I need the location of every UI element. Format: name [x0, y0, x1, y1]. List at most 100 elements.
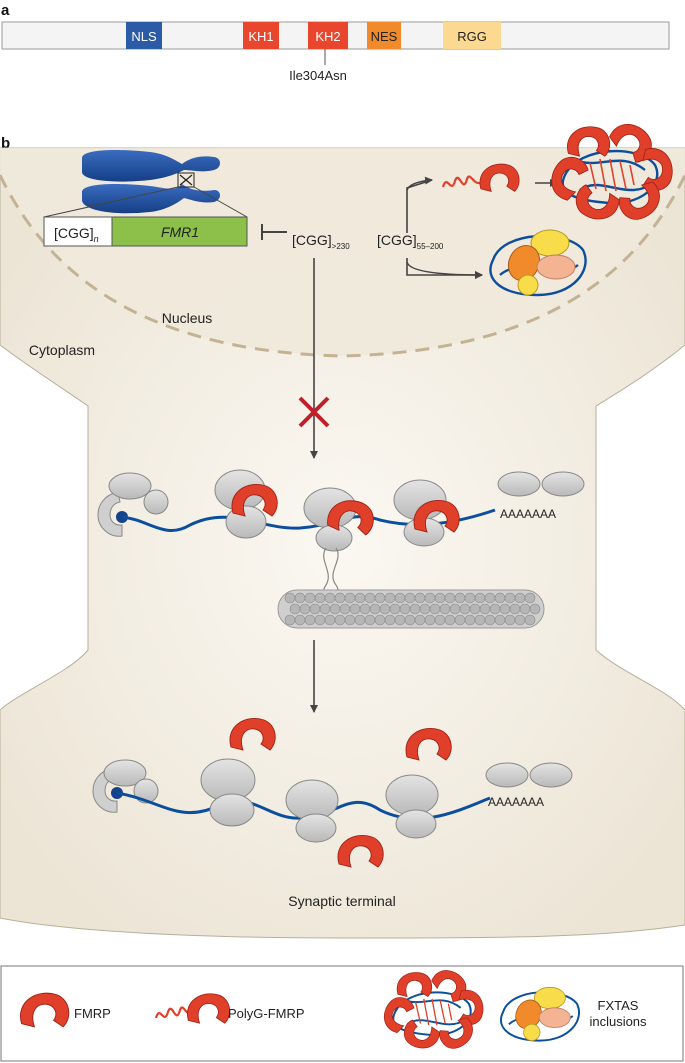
tubulin-subunit [524, 592, 536, 604]
tubulin-subunit [294, 592, 306, 604]
tubulin-subunit [484, 614, 496, 626]
synaptic-terminal-label: Synaptic terminal [288, 893, 395, 909]
tubulin-subunit [504, 592, 516, 604]
panel-a-label: a [1, 2, 10, 19]
panel-b-label: b [1, 135, 10, 152]
tubulin-subunit [344, 592, 356, 604]
tubulin-subunit [364, 614, 376, 626]
fmr1-gene-box [111, 216, 248, 247]
tubulin-subunit [389, 603, 401, 615]
polyg-inclusion-icon [543, 115, 673, 227]
tubulin-subunit [374, 614, 386, 626]
tubulin-subunit [364, 592, 376, 604]
domain-kh2: KH2 [308, 22, 348, 49]
tubulin-subunit [324, 592, 336, 604]
legend-polyg-fmrp-icon [154, 993, 231, 1024]
polyg-fmrp-icon [441, 163, 520, 192]
tubulin-subunit [374, 592, 386, 604]
tubulin-subunit [514, 592, 526, 604]
microtubule [277, 547, 545, 629]
tubulin-subunit [494, 592, 506, 604]
tubulin-subunit [484, 592, 496, 604]
tubulin-subunit [444, 614, 456, 626]
tubulin-subunit [309, 603, 321, 615]
tubulin-subunit [414, 592, 426, 604]
domain-nls: NLS [126, 22, 162, 49]
tubulin-subunit [299, 603, 311, 615]
legend-polyg-inclusion-icon [377, 963, 484, 1054]
tubulin-subunit [499, 603, 511, 615]
tubulin-subunit [509, 603, 521, 615]
tubulin-subunit [489, 603, 501, 615]
tubulin-subunit [474, 592, 486, 604]
tubulin-subunit [419, 603, 431, 615]
tubulin-subunit [394, 592, 406, 604]
tubulin-subunit [304, 592, 316, 604]
tubulin-subunit [394, 614, 406, 626]
tubulin-subunit [334, 614, 346, 626]
tubulin-subunit [284, 614, 296, 626]
tubulin-subunit [354, 614, 366, 626]
domain-nls-label: NLS [131, 29, 157, 44]
tubulin-subunit [404, 614, 416, 626]
legend-fmrp-label: FMRP [74, 1006, 111, 1021]
premutation-label: [CGG]55–200 [377, 232, 444, 251]
cytoplasm-label: Cytoplasm [29, 342, 95, 358]
nucleus-label: Nucleus [162, 310, 213, 326]
gene-repeat-label: [CGG]n [54, 225, 99, 244]
tubulin-subunit [384, 614, 396, 626]
tubulin-subunit [349, 603, 361, 615]
tubulin-subunit [424, 614, 436, 626]
tubulin-subunit [414, 614, 426, 626]
released-mrna [92, 758, 573, 843]
domain-rgg-label: RGG [457, 29, 487, 44]
tubulin-subunit [519, 603, 531, 615]
tubulin-subunit [344, 614, 356, 626]
zoom-lines [43, 186, 248, 218]
domain-rgg: RGG [443, 22, 501, 49]
tubulin-subunit [314, 614, 326, 626]
legend-fxtas-icon [500, 986, 580, 1042]
tubulin-subunit [464, 614, 476, 626]
tubulin-subunit [379, 603, 391, 615]
domain-kh2-label: KH2 [315, 29, 340, 44]
tubulin-subunit [424, 592, 436, 604]
tubulin-subunit [284, 592, 296, 604]
tubulin-subunit [399, 603, 411, 615]
tubulin-subunit [454, 614, 466, 626]
tubulin-subunit [384, 592, 396, 604]
tubulin-subunit [529, 603, 541, 615]
inhibition-arrow [261, 224, 287, 240]
tubulin-subunit [369, 603, 381, 615]
tubulin-subunit [339, 603, 351, 615]
tubulin-subunit [459, 603, 471, 615]
tubulin-subunit [449, 603, 461, 615]
polya-tail-2: AAAAAAA [488, 795, 544, 809]
tubulin-subunit [319, 603, 331, 615]
tubulin-subunit [434, 614, 446, 626]
tubulin-subunit [304, 614, 316, 626]
tubulin-subunit [354, 592, 366, 604]
domain-nes: NES [367, 22, 401, 49]
cgg-repeat-box [43, 216, 113, 247]
nuclear-envelope [0, 174, 685, 358]
translating-mrna [97, 469, 585, 552]
tubulin-subunit [409, 603, 421, 615]
legend-polyg-fmrp-label: PolyG-FMRP [228, 1006, 305, 1021]
tubulin-subunit [504, 614, 516, 626]
domain-kh1-label: KH1 [248, 29, 273, 44]
blocked-x-icon [298, 396, 330, 428]
tubulin-subunit [429, 603, 441, 615]
tubulin-subunit [444, 592, 456, 604]
tubulin-subunit [514, 614, 526, 626]
fxtas-inclusion-icon [489, 229, 587, 297]
gene-name-label: FMR1 [161, 224, 199, 240]
domain-kh1: KH1 [243, 22, 279, 49]
tubulin-subunit [359, 603, 371, 615]
polya-tail-1: AAAAAAA [500, 507, 556, 521]
tubulin-subunit [404, 592, 416, 604]
domain-nes-label: NES [371, 29, 398, 44]
tubulin-subunit [324, 614, 336, 626]
